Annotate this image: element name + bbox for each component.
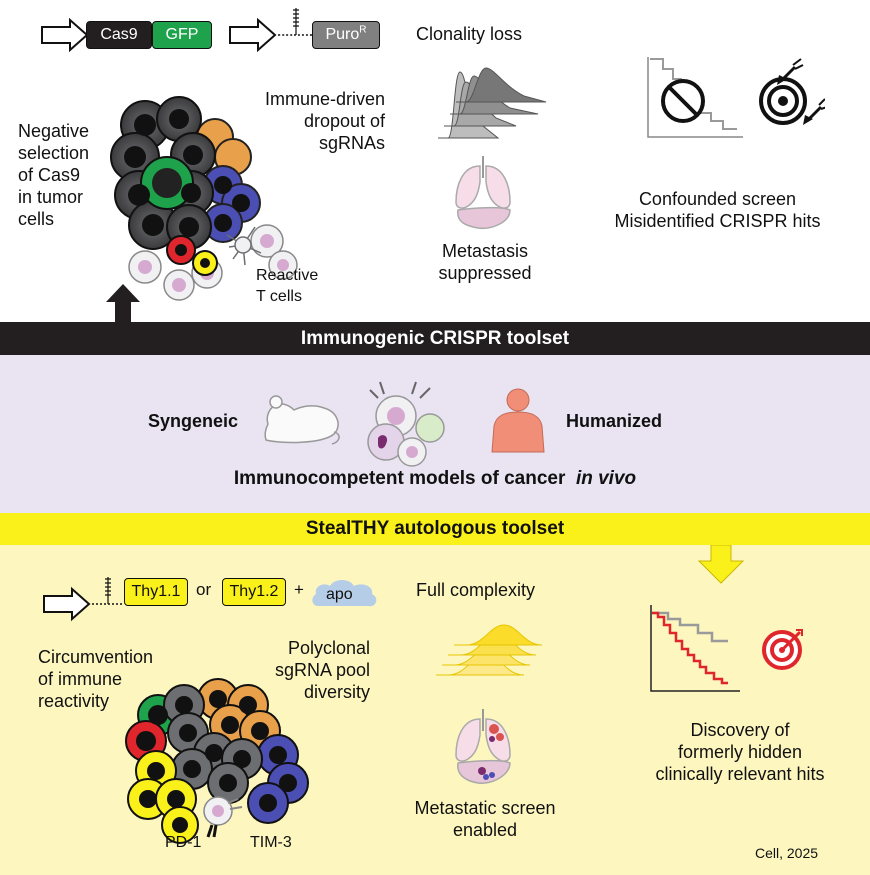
polyclonal-label: Polyclonal sgRNA pool diversity [274,638,370,702]
apo-label: apo [326,586,353,603]
up-arrow-icon [106,284,140,322]
sgrna-promoter-arrow-icon [229,8,312,52]
human-icon [491,388,545,453]
polyclonal-tumor-icon [125,678,309,844]
metastatic-lungs-liver-icon [455,709,511,784]
stealthy-toolset-title: StealTHY autologous toolset [305,518,565,539]
immunogenic-toolset-bar: Immunogenic CRISPR toolset [0,322,870,355]
tumor-cell-cluster-icon [110,96,298,301]
mouse-icon [264,395,340,445]
target-hit-icon [762,629,803,670]
down-arrow-icon [697,545,745,584]
immune-cells-icon [367,381,445,467]
target-miss-icon [759,58,825,125]
discovery-survival-plot [650,605,740,692]
thy11-tag: Thy1.1 [124,578,188,606]
pd1-label: PD-1 [165,834,202,851]
immunogenic-toolset-title: Immunogenic CRISPR toolset [300,328,570,349]
puro-tag: PuroR [312,21,380,49]
discovery-label: Discovery of formerly hidden clinically … [655,720,825,784]
confounded-survival-plot [647,57,743,138]
immune-dropout-label: Immune-driven dropout of sgRNAs [264,89,385,153]
gfp-tag: GFP [152,21,212,49]
reactive-t-cells-label: Reactive T cells [256,267,319,305]
citation-label: Cell, 2025 [755,845,819,861]
tim3-label: TIM-3 [250,834,292,851]
immunocompetent-models-label: Immunocompetent models of cancer in vivo [233,468,637,489]
stealthy-toolset-bar: StealTHY autologous toolset [0,513,870,545]
stealthy-promoter-arrow-icon [43,577,124,622]
cas9-tag: Cas9 [86,21,152,49]
full-complexity-distribution-icon [436,624,543,676]
metastasis-suppressed-label: Metastasis suppressed [438,241,532,283]
syngeneic-label: Syngeneic [148,411,239,431]
lungs-liver-icon [455,156,511,230]
or-label: or [196,580,212,599]
promoter-arrow-icon [41,18,89,52]
circumvention-label: Circumvention of immune reactivity [38,647,154,711]
plus-label: + [294,580,304,599]
clonality-loss-distribution-icon [438,67,547,139]
humanized-label: Humanized [566,411,663,431]
metastatic-screen-label: Metastatic screen enabled [414,798,556,840]
apo-cloud-icon [312,580,377,607]
negative-selection-label: Negative selection of Cas9 in tumor cell… [18,121,90,229]
confounded-screen-label: Confounded screen Misidentified CRISPR h… [614,189,821,231]
clonality-loss-label: Clonality loss [416,24,523,44]
thy12-tag: Thy1.2 [222,578,286,606]
full-complexity-label: Full complexity [416,580,536,600]
